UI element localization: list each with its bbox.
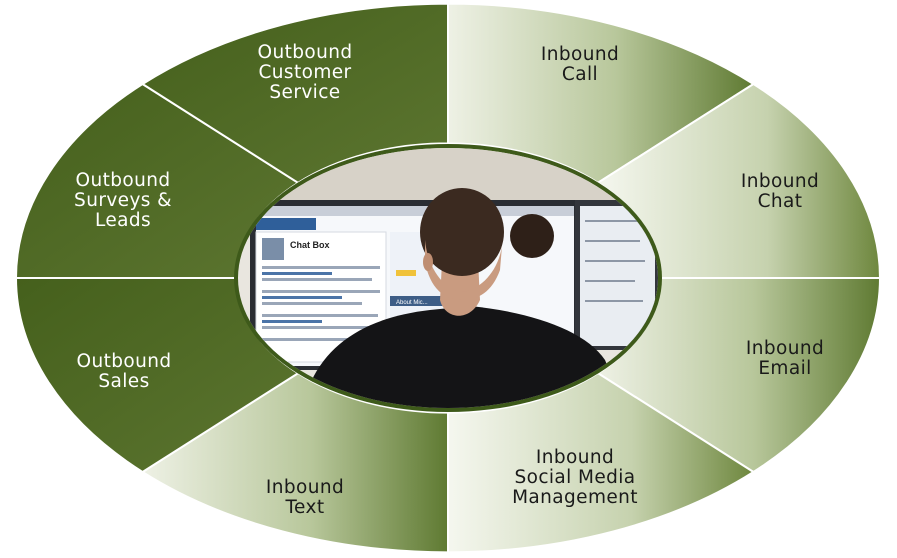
screen-sidebar-heading: About Mic...: [396, 300, 428, 306]
person-shoulders: [300, 306, 630, 408]
segment-label-line: Social Media: [514, 467, 635, 488]
segment-label-line: Inbound: [741, 171, 819, 192]
segment-label-line: Sales: [98, 371, 149, 392]
segment-label-line: Management: [512, 487, 638, 508]
segment-label-line: Outbound: [258, 42, 353, 63]
center-photo: Chat Box About Mic...: [234, 144, 662, 412]
segment-label-line: Surveys &: [74, 190, 172, 211]
segment-label-line: Inbound: [536, 447, 614, 468]
segment-inbound-text: [140, 372, 449, 554]
hair-bun: [510, 214, 554, 258]
segment-label-line: Inbound: [266, 477, 344, 498]
segment-label-line: Inbound: [541, 44, 619, 65]
segment-label-line: Service: [269, 82, 340, 103]
segment-inbound-social-media-management: [447, 372, 756, 554]
person-head: [420, 188, 504, 276]
segment-label-line: Inbound: [746, 338, 824, 359]
segment-label-line: Email: [758, 358, 811, 379]
segment-label-line: Text: [284, 497, 324, 518]
segment-label-line: Outbound: [77, 351, 172, 372]
segment-inbound-call: [447, 2, 756, 184]
segment-label-line: Leads: [95, 210, 151, 231]
screen-title: Chat Box: [290, 240, 330, 250]
segment-label-line: Chat: [758, 191, 803, 212]
segment-label-line: Outbound: [76, 170, 171, 191]
segment-outbound-customer-service: [140, 2, 449, 184]
segment-label-line: Customer: [258, 62, 351, 83]
segment-label-line: Call: [562, 64, 598, 85]
